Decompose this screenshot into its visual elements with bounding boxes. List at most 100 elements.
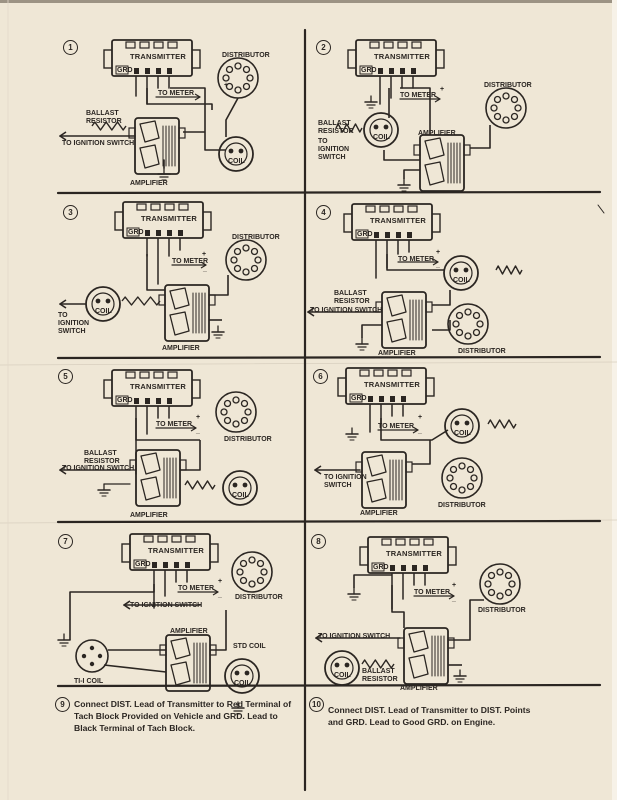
distributor-post bbox=[256, 559, 265, 568]
diagram-number: 9 bbox=[55, 697, 70, 712]
distributor-cap bbox=[441, 457, 483, 499]
distributor-label: DISTRIBUTOR bbox=[484, 82, 532, 89]
amplifier bbox=[355, 451, 413, 509]
arrow-head bbox=[448, 592, 455, 600]
distributor-post bbox=[490, 104, 498, 112]
amplifier-label: AMPLIFIER bbox=[162, 345, 200, 352]
distributor bbox=[485, 87, 527, 129]
resistor-zigzag bbox=[184, 480, 216, 490]
wire bbox=[432, 320, 451, 331]
to-ignition-label: TO IGNITION SWITCH bbox=[130, 602, 203, 609]
grd-box bbox=[126, 227, 140, 237]
distributor-post bbox=[458, 486, 466, 494]
distributor-post bbox=[250, 247, 259, 256]
amplifier-module bbox=[366, 454, 387, 477]
coil bbox=[443, 255, 479, 291]
amplifier bbox=[375, 291, 433, 349]
transmitter-terminal bbox=[401, 396, 406, 402]
minus-label: _ bbox=[418, 428, 422, 435]
transmitter-terminal bbox=[174, 562, 179, 568]
transmitter-terminal bbox=[412, 565, 417, 571]
arrow bbox=[307, 307, 381, 317]
amplifier-module bbox=[386, 318, 407, 343]
distributor-post bbox=[446, 474, 454, 482]
grd-box bbox=[115, 65, 129, 75]
distributor-post bbox=[223, 416, 232, 425]
to-meter-arrow bbox=[413, 592, 455, 600]
transmitter-label: TRANSMITTER bbox=[148, 546, 204, 555]
amplifier-module bbox=[140, 452, 161, 475]
amplifier-terminal bbox=[158, 294, 166, 306]
transmitter bbox=[114, 201, 212, 239]
plus-label: + bbox=[224, 82, 229, 89]
distributor-post bbox=[248, 580, 256, 588]
coil-terminal bbox=[234, 670, 240, 676]
transmitter-label: TRANSMITTER bbox=[374, 52, 430, 61]
wire bbox=[225, 97, 239, 137]
amplifier-terminal bbox=[159, 644, 167, 656]
ti-coil-label: TI-I COIL bbox=[74, 678, 104, 685]
amplifier-module bbox=[140, 476, 161, 501]
distributor-label: DISTRIBUTOR bbox=[478, 607, 526, 614]
to-meter-arrow bbox=[155, 93, 201, 101]
coil-terminal bbox=[95, 298, 101, 304]
wire bbox=[0, 361, 617, 366]
amplifier-terminal bbox=[447, 637, 455, 649]
wire bbox=[56, 683, 602, 688]
distributor-post bbox=[504, 571, 513, 580]
grd-label: GRD bbox=[117, 67, 133, 74]
grd-label: GRD bbox=[351, 395, 367, 402]
grd-label: GRD bbox=[135, 561, 151, 568]
amplifier-terminal bbox=[178, 127, 186, 139]
wire bbox=[386, 254, 444, 271]
coil-terminal bbox=[453, 267, 459, 273]
wire bbox=[56, 190, 602, 195]
distributor-post bbox=[502, 92, 510, 100]
coil-ring bbox=[230, 664, 254, 688]
ti-coil-terminal bbox=[97, 653, 103, 659]
coil-label: COIL bbox=[234, 680, 251, 687]
distributor-post bbox=[510, 112, 519, 121]
amplifier-terminal bbox=[397, 637, 405, 649]
transmitter-fin bbox=[407, 205, 418, 213]
distributor-post bbox=[455, 328, 464, 337]
coil-terminal bbox=[463, 267, 469, 273]
amplifier-terminal bbox=[375, 301, 383, 313]
coil-terminal bbox=[454, 420, 460, 426]
transmitter-terminal bbox=[401, 565, 406, 571]
transmitter bbox=[359, 536, 457, 574]
coil-label: COIL bbox=[228, 158, 245, 165]
grd-box bbox=[359, 65, 373, 75]
distributor-post bbox=[514, 104, 522, 112]
transmitter-terminal bbox=[167, 398, 172, 404]
distributor-post bbox=[476, 320, 484, 328]
distributor-post bbox=[496, 568, 504, 576]
amplifier-module bbox=[386, 294, 407, 317]
coil-terminal bbox=[383, 124, 389, 130]
wire bbox=[412, 440, 431, 465]
distributor-label: DISTRIBUTOR bbox=[224, 436, 272, 443]
coil-terminal bbox=[373, 124, 379, 130]
coil-terminal bbox=[244, 670, 250, 676]
amplifier bbox=[128, 117, 186, 175]
amplifier-terminal bbox=[208, 294, 216, 306]
to-meter-arrow bbox=[399, 95, 441, 103]
coil bbox=[85, 286, 121, 322]
transmitter-terminal bbox=[145, 230, 150, 236]
distributor-post bbox=[493, 95, 502, 104]
amplifier-terminal bbox=[425, 301, 433, 313]
plus-label: + bbox=[418, 414, 423, 421]
distributor-post bbox=[504, 588, 513, 597]
arrow-head bbox=[200, 261, 207, 269]
transmitter-body bbox=[122, 201, 204, 239]
transmitter-terminal bbox=[134, 68, 139, 74]
coil-ring bbox=[450, 414, 474, 438]
transmitter-fin bbox=[167, 41, 178, 49]
std-coil-label: STD COIL bbox=[233, 643, 266, 650]
transmitter-terminal bbox=[400, 68, 405, 74]
amplifier-label: AMPLIFIER bbox=[130, 512, 168, 519]
distributor-post bbox=[232, 396, 240, 404]
coil-terminal bbox=[238, 148, 244, 154]
transmitter-terminal bbox=[385, 232, 390, 238]
plus-label: + bbox=[452, 582, 457, 589]
